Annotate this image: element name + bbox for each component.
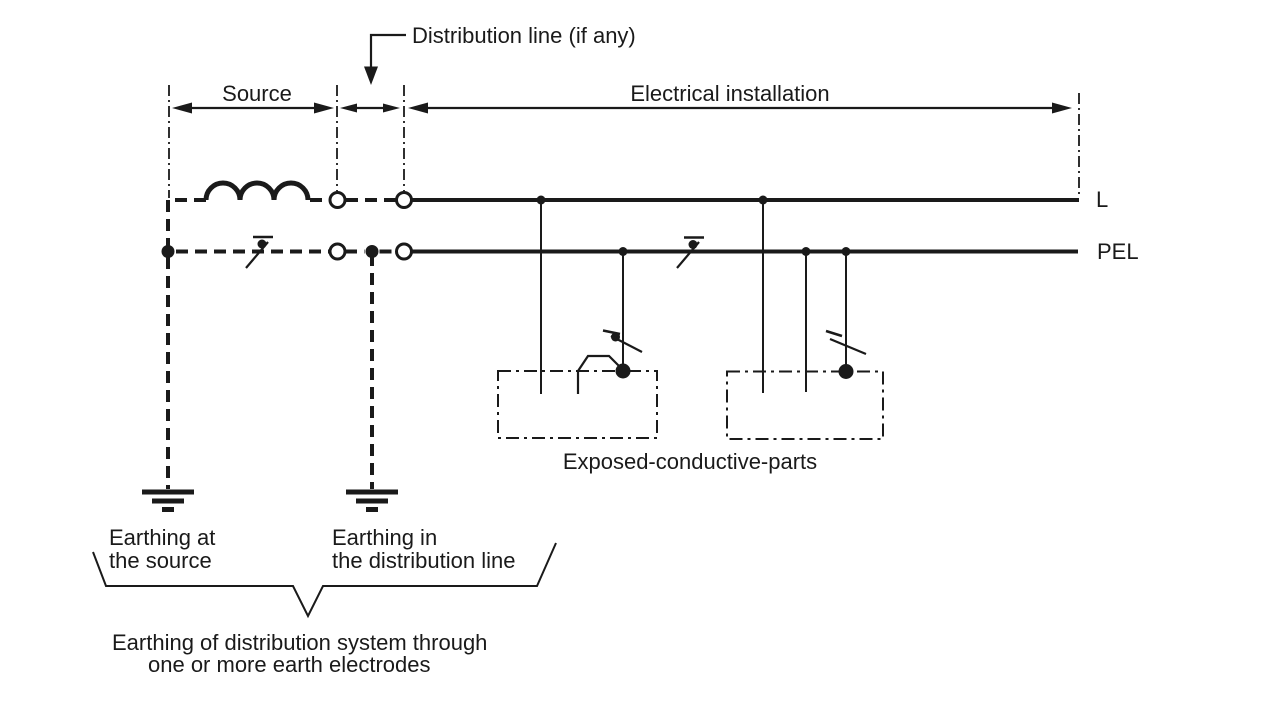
- distribution-line-callout: Distribution line (if any): [364, 23, 636, 85]
- earthing-system-label-line2: one or more earth electrodes: [148, 652, 431, 677]
- terminal-circle: [328, 242, 347, 261]
- earthing-distribution-label-line1: Earthing in: [332, 525, 437, 550]
- arrowhead-right-icon: [1052, 102, 1072, 114]
- link-tick: [825, 329, 843, 338]
- bonding-terminal-dot: [838, 364, 854, 379]
- arrowhead-left-icon: [408, 102, 428, 114]
- down-arrowhead-icon: [364, 66, 378, 85]
- arrowhead-left-icon: [340, 103, 357, 113]
- disconnect-link-icon: [676, 236, 704, 269]
- link-dot: [257, 239, 267, 249]
- installation-region-label: Electrical installation: [630, 81, 829, 106]
- junction-dot: [365, 245, 379, 258]
- region-boundaries: [168, 85, 1080, 198]
- link-diagonal: [610, 335, 643, 353]
- disconnect-link-icon: [245, 235, 273, 269]
- earth-electrode-icon: [346, 489, 398, 512]
- distribution-earthing: [346, 254, 398, 512]
- arrowhead-right-icon: [383, 103, 400, 113]
- earthing-distribution-label-line2: the distribution line: [332, 548, 515, 573]
- callout-leader-line: [369, 33, 406, 67]
- bonding-terminal-dot: [615, 363, 631, 379]
- installation-extent-arrow: [408, 102, 1072, 114]
- link-dot: [688, 240, 698, 249]
- bonding-bridge: [576, 354, 622, 394]
- line-conductor-label: L: [1096, 187, 1108, 212]
- source-region-label: Source: [222, 81, 292, 106]
- earthing-source-label-line2: the source: [109, 548, 212, 573]
- bottom-captions: Earthing at the source Earthing in the d…: [92, 525, 557, 677]
- terminal-circle: [395, 242, 413, 261]
- junction-dot: [758, 195, 768, 205]
- terminal-circle: [328, 191, 347, 209]
- junction-dot: [536, 195, 546, 205]
- junction-dot: [841, 247, 851, 256]
- exposed-parts-label: Exposed-conductive-parts: [563, 449, 817, 474]
- line-conductor-L: L: [166, 180, 1108, 489]
- distribution-extent-arrow: [340, 103, 400, 113]
- earthing-source-label-line1: Earthing at: [109, 525, 215, 550]
- source-earthing-conductor: [166, 198, 206, 489]
- disconnect-link-icon: [602, 329, 643, 353]
- link-diagonal: [829, 337, 867, 356]
- inductor-coil-icon: [203, 180, 311, 201]
- disconnect-link-icon: [825, 329, 867, 356]
- pel-conductor-label: PEL: [1097, 239, 1139, 264]
- junction-dot: [618, 247, 628, 256]
- distribution-line-note: Distribution line (if any): [412, 23, 636, 48]
- dimension-arrows: Source Electrical installation: [172, 81, 1072, 114]
- brace: [92, 542, 557, 619]
- source-earthing: [142, 489, 194, 512]
- pel-conductor: PEL: [161, 235, 1139, 269]
- terminal-circle: [395, 191, 413, 209]
- arrowhead-right-icon: [314, 102, 334, 114]
- earthing-system-label-line1: Earthing of distribution system through: [112, 630, 487, 655]
- junction-dot: [801, 247, 811, 256]
- earth-electrode-icon: [142, 489, 194, 512]
- source-extent-arrow: [172, 102, 334, 114]
- exposed-conductive-parts: Exposed-conductive-parts: [497, 195, 884, 474]
- junction-dot: [161, 245, 175, 258]
- arrowhead-left-icon: [172, 102, 192, 114]
